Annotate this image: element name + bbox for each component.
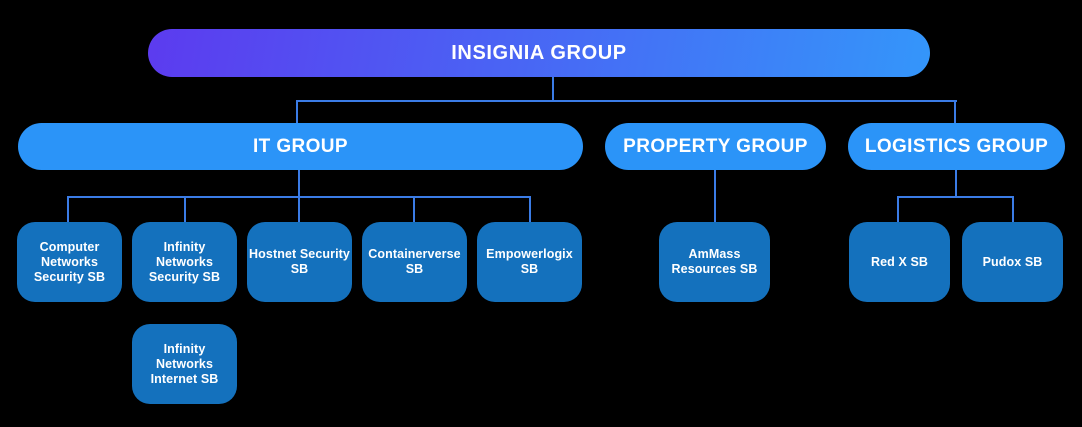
connector-drop-containerverse (413, 196, 415, 222)
org-node-ammass-resources: AmMass Resources SB (659, 222, 770, 302)
org-node-it-group: IT GROUP (18, 123, 583, 170)
connector-root-stem (552, 77, 554, 102)
org-node-containerverse: Containerverse SB (362, 222, 467, 302)
connector-logistics-horizontal (897, 196, 1014, 198)
org-node-red-x: Red X SB (849, 222, 950, 302)
connector-drop-hostnet (298, 196, 300, 222)
org-node-pudox: Pudox SB (962, 222, 1063, 302)
connector-drop-logistics-group (954, 100, 956, 124)
connector-level1-horizontal (296, 100, 957, 102)
connector-drop-empowerlogix (529, 196, 531, 222)
org-node-hostnet-security: Hostnet Security SB (247, 222, 352, 302)
connector-drop-red-x (897, 196, 899, 222)
connector-logistics-stem (955, 170, 957, 198)
org-node-infinity-networks-security: Infinity Networks Security SB (132, 222, 237, 302)
org-node-property-group: PROPERTY GROUP (605, 123, 826, 170)
org-node-logistics-group: LOGISTICS GROUP (848, 123, 1065, 170)
connector-drop-computer-networks (67, 196, 69, 222)
connector-it-stem (298, 170, 300, 198)
org-node-insignia-group: INSIGNIA GROUP (148, 29, 930, 77)
connector-property-stem (714, 170, 716, 222)
connector-drop-pudox (1012, 196, 1014, 222)
org-node-computer-networks-security: Computer Networks Security SB (17, 222, 122, 302)
org-node-empowerlogix: Empowerlogix SB (477, 222, 582, 302)
connector-drop-infinity-security (184, 196, 186, 222)
connector-drop-it-group (296, 100, 298, 124)
org-node-infinity-networks-internet: Infinity Networks Internet SB (132, 324, 237, 404)
